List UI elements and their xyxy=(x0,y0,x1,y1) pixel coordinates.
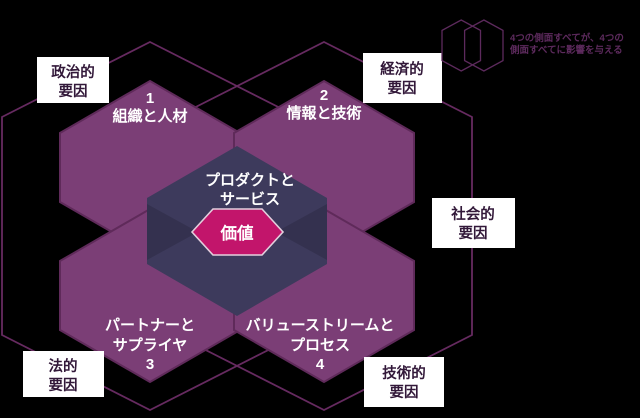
factor-label-technological: 技術的 要因 xyxy=(364,357,444,407)
annotation-line2: 側面すべてに影響を与える xyxy=(509,44,623,56)
dimension-2-label: 情報と技術 xyxy=(286,104,361,122)
dimension-3-number: 3 xyxy=(146,356,154,373)
dimension-4-label-line2: プロセス xyxy=(290,337,350,354)
products-services-line1: プロダクトと xyxy=(205,171,295,189)
factor-label-political: 政治的 要因 xyxy=(37,57,109,103)
factor-political-line1: 政治的 xyxy=(51,63,95,81)
factor-label-social: 社会的 要因 xyxy=(432,198,515,248)
factor-economic-line2: 要因 xyxy=(388,80,417,97)
dimension-1-label: 組織と人材 xyxy=(112,107,187,125)
center-right-shade-wedge-icon xyxy=(276,204,327,260)
annotation-line1: 4つの側面すべてが、4つの xyxy=(510,32,624,44)
factor-social-line1: 社会的 xyxy=(450,205,495,223)
factor-label-economic: 経済的 要因 xyxy=(363,53,442,103)
value-hexagon xyxy=(190,208,285,256)
dimension-1-number: 1 xyxy=(146,90,154,107)
factor-economic-line1: 経済的 xyxy=(380,60,424,78)
mini-model-icon xyxy=(441,19,504,72)
factor-social-line2: 要因 xyxy=(459,225,488,242)
dimension-2-number: 2 xyxy=(320,87,328,104)
dimension-4-label-line1: バリューストリームと xyxy=(246,317,395,334)
factor-legal-line1: 法的 xyxy=(49,357,78,375)
factor-label-legal: 法的 要因 xyxy=(23,351,104,397)
dimension-4-number: 4 xyxy=(316,356,325,373)
products-services-line2: サービス xyxy=(220,191,280,208)
factor-technological-line2: 要因 xyxy=(390,384,419,401)
dimension-3-label-line1: パートナーと xyxy=(105,317,195,334)
center-left-shade-wedge-icon xyxy=(147,204,198,260)
factor-legal-line2: 要因 xyxy=(49,377,78,394)
factor-technological-line1: 技術的 xyxy=(382,364,426,382)
value-label: 価値 xyxy=(220,223,255,243)
dimension-3-label-line2: サプライヤ xyxy=(113,337,188,354)
factor-political-line2: 要因 xyxy=(59,83,88,100)
